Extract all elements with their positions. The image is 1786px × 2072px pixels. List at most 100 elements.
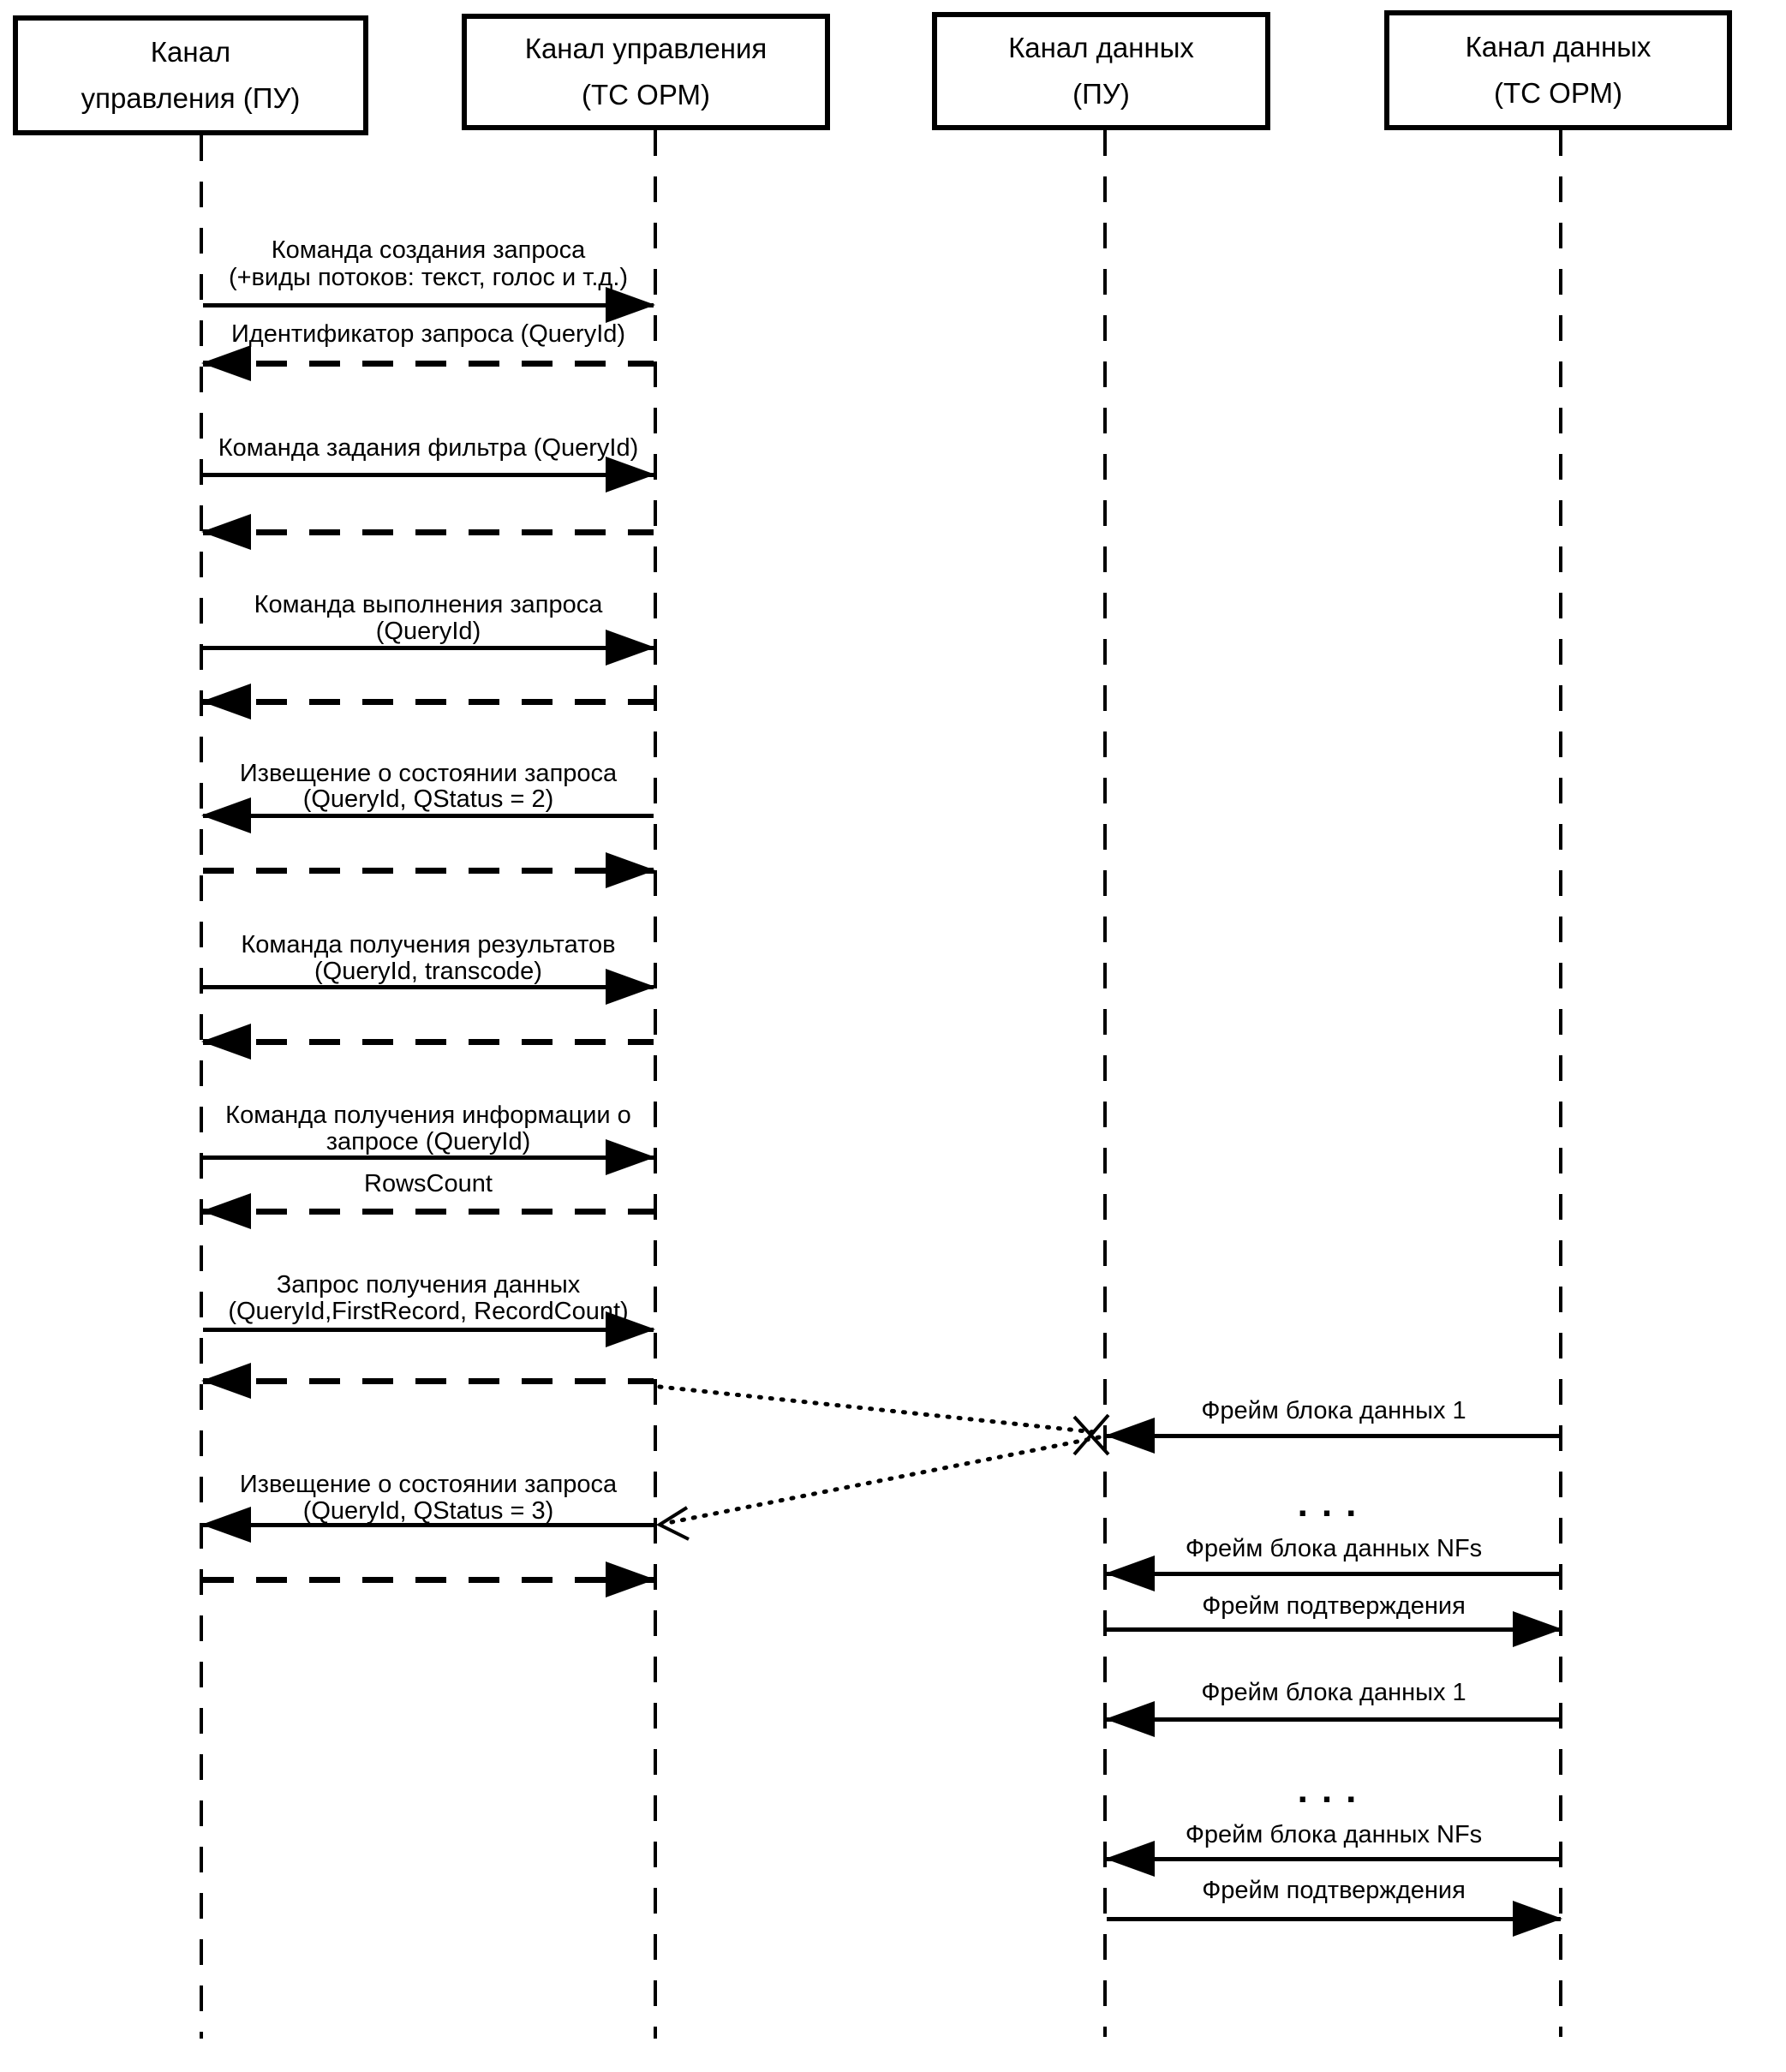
arrow-shaft xyxy=(203,473,654,477)
message-label: (QueryId) xyxy=(375,618,481,645)
lifeline-control-tsorm xyxy=(654,130,657,2039)
actor-label: управления (ПУ) xyxy=(81,82,301,114)
arrow-shaft xyxy=(203,1209,654,1215)
arrow-shaft xyxy=(1107,1434,1561,1438)
arrow-data-frame-nfs xyxy=(1105,1555,1561,1591)
arrow-shaft xyxy=(1107,1717,1561,1722)
arrow-ack-dashed xyxy=(201,1363,654,1399)
arrow-shaft xyxy=(203,1155,654,1160)
arrowhead-left-icon xyxy=(201,1363,251,1399)
open-arrowhead-left-icon xyxy=(655,1506,690,1541)
actor-label: (ПУ) xyxy=(1072,78,1130,110)
arrow-data-frame-1 xyxy=(1105,1701,1561,1737)
actor-label: Канал данных xyxy=(1465,30,1652,63)
arrow-shaft xyxy=(203,868,654,874)
arrowhead-right-icon xyxy=(1513,1901,1562,1937)
arrow-shaft xyxy=(1107,1627,1561,1632)
actor-label: Канал данных xyxy=(1008,31,1194,63)
message-label: Команда создания запроса xyxy=(271,236,586,264)
dotted-trigger-line-to-data-channel xyxy=(657,1384,1097,1435)
arrow-ack-dashed xyxy=(203,852,655,888)
arrow-query-id-response xyxy=(201,345,654,381)
lifeline-control-pu xyxy=(200,135,203,2039)
arrowhead-left-icon xyxy=(201,345,251,381)
arrow-shaft xyxy=(203,1039,654,1045)
arrow-confirm-frame xyxy=(1107,1901,1562,1937)
message-label: (+виды потоков: текст, голос и т.д.) xyxy=(228,264,629,291)
dotted-trigger-line-to-control-channel xyxy=(669,1435,1102,1525)
arrow-shaft xyxy=(203,1378,654,1384)
lifeline-data-tsorm xyxy=(1559,130,1562,2037)
arrowhead-right-icon xyxy=(606,969,655,1005)
message-label: Команда получения результатов xyxy=(241,931,616,958)
message-label: Фрейм блока данных NFs xyxy=(1185,1821,1483,1848)
arrow-get-results-command xyxy=(203,969,655,1005)
arrowhead-right-icon xyxy=(606,1561,655,1597)
actor-label: Канал xyxy=(150,35,231,68)
arrow-data-frame-1 xyxy=(1105,1418,1561,1454)
lifeline-data-pu xyxy=(1103,130,1107,2037)
arrow-data-frame-nfs xyxy=(1105,1841,1561,1877)
arrow-shaft xyxy=(203,814,654,818)
message-label: (QueryId, QStatus = 3) xyxy=(302,1497,554,1525)
arrow-shaft xyxy=(203,1328,654,1332)
actor-box-control-pu: Канал управления (ПУ) xyxy=(13,15,368,135)
arrowhead-right-icon xyxy=(606,1311,655,1347)
arrow-set-filter-command xyxy=(203,457,655,493)
arrowhead-right-icon xyxy=(606,287,655,323)
message-label: Фрейм блока данных NFs xyxy=(1185,1535,1483,1562)
message-label: (QueryId,FirstRecord, RecordCount) xyxy=(228,1298,629,1325)
message-label: Запрос получения данных xyxy=(276,1271,581,1299)
message-label: RowsCount xyxy=(364,1170,493,1197)
message-label: Фрейм блока данных 1 xyxy=(1201,1397,1466,1424)
arrowhead-left-icon xyxy=(1105,1841,1155,1877)
arrowhead-left-icon xyxy=(1105,1555,1155,1591)
message-label: (QueryId, transcode) xyxy=(314,958,542,985)
arrow-shaft xyxy=(203,1523,654,1527)
arrowhead-left-icon xyxy=(201,1024,251,1060)
arrowhead-right-icon xyxy=(606,1139,655,1175)
message-label: Команда задания фильтра (QueryId) xyxy=(218,434,639,462)
message-label: (QueryId, QStatus = 2) xyxy=(302,785,554,813)
ellipsis-label: ... xyxy=(1297,1483,1371,1525)
arrow-shaft xyxy=(203,529,654,535)
arrow-shaft xyxy=(1107,1572,1561,1576)
arrow-rows-count-response xyxy=(201,1193,654,1229)
arrow-shaft xyxy=(1107,1917,1561,1921)
arrowhead-right-icon xyxy=(606,630,655,666)
arrowhead-left-icon xyxy=(201,514,251,550)
arrowhead-right-icon xyxy=(606,457,655,493)
arrow-ack-dashed xyxy=(201,1024,654,1060)
arrow-query-status-3-notice xyxy=(201,1507,654,1543)
arrowhead-left-icon xyxy=(201,1507,251,1543)
message-label: запросе (QueryId) xyxy=(326,1128,531,1155)
message-label: Извещение о состоянии запроса xyxy=(239,760,618,787)
message-label: Извещение о состоянии запроса xyxy=(239,1471,618,1498)
actor-label: Канал управления xyxy=(524,32,768,64)
arrowhead-left-icon xyxy=(201,1193,251,1229)
message-label: Фрейм подтверждения xyxy=(1202,1877,1466,1904)
message-label: Команда получения информации о xyxy=(225,1102,631,1129)
arrow-get-query-info-command xyxy=(203,1139,655,1175)
arrowhead-right-icon xyxy=(1513,1611,1562,1647)
arrowhead-left-icon xyxy=(1105,1418,1155,1454)
message-label: Команда выполнения запроса xyxy=(254,591,603,618)
arrow-shaft xyxy=(203,699,654,705)
arrow-ack-dashed xyxy=(203,1561,655,1597)
arrow-shaft xyxy=(1107,1857,1561,1861)
actor-box-data-pu: Канал данных (ПУ) xyxy=(932,12,1270,130)
ellipsis-label: ... xyxy=(1297,1769,1371,1811)
arrow-shaft xyxy=(203,303,654,308)
actor-label: (ТС ОРМ) xyxy=(1494,77,1622,109)
arrowhead-left-icon xyxy=(1105,1701,1155,1737)
arrow-query-status-2-notice xyxy=(201,797,654,833)
actor-box-data-tsorm: Канал данных (ТС ОРМ) xyxy=(1384,10,1732,130)
actor-label: (ТС ОРМ) xyxy=(582,79,710,110)
arrow-confirm-frame xyxy=(1107,1611,1562,1647)
arrow-shaft xyxy=(203,361,654,367)
message-label: Фрейм подтверждения xyxy=(1202,1592,1466,1620)
arrow-shaft xyxy=(203,1577,654,1583)
message-label: Фрейм блока данных 1 xyxy=(1201,1679,1466,1706)
